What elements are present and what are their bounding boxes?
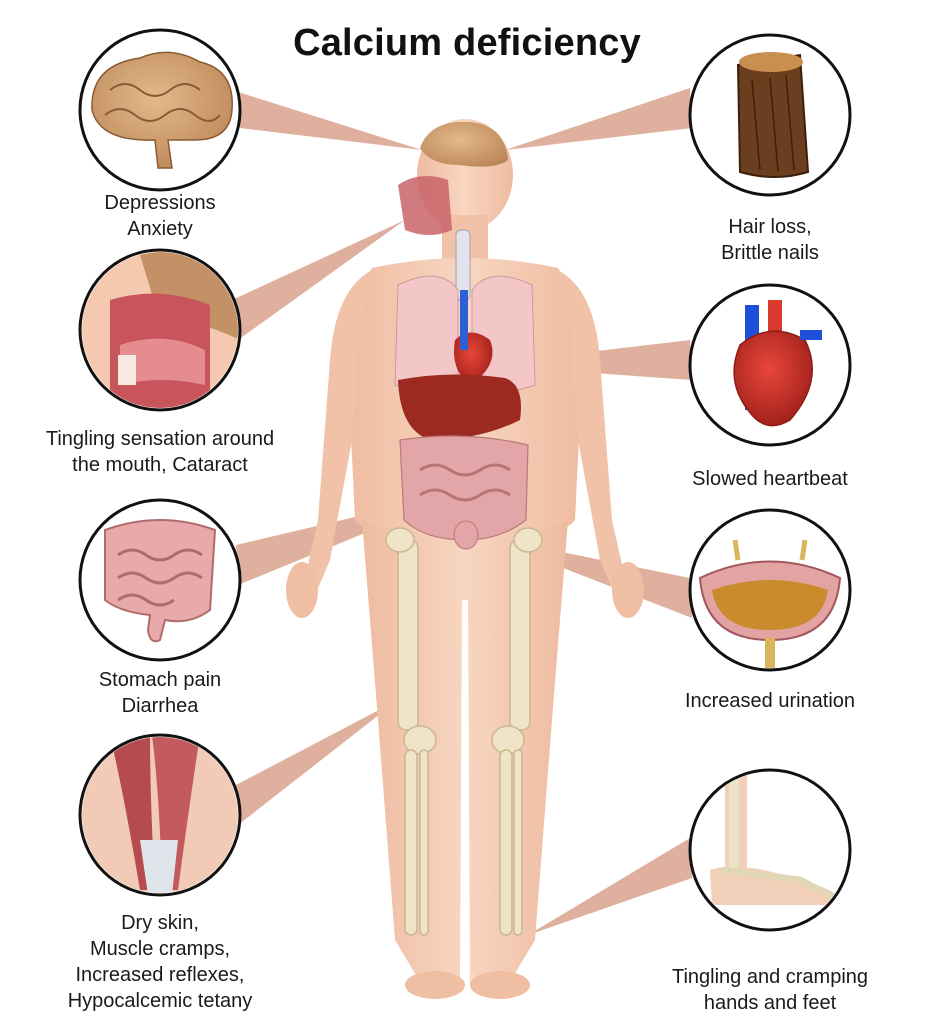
pointer-hair [505,88,692,150]
symptom-label-hands-feet: Tingling and cramping hands and feet [671,966,869,1014]
symptom-label-stomach: Stomach pain Diarrhea [98,669,222,717]
internal-organs [394,121,536,550]
foot-bones-icon [692,772,848,928]
symptom-label-urination: Increased urination [684,690,856,712]
symptom-label-heart: Slowed heartbeat [692,468,848,490]
muscle-icon [82,737,238,893]
symptom-label-muscle: Dry skin, Muscle cramps, Increased refle… [67,912,253,1012]
pointer-mouth [232,220,405,340]
brain-icon [91,51,233,169]
pointer-foot [528,838,692,935]
symptom-label-hair: Hair loss, Brittle nails [721,216,819,264]
hair-strand-icon [736,52,810,178]
page-title: Calcium deficiency [293,22,641,64]
heart-icon [733,300,822,427]
pointer-muscle [236,700,398,825]
symptom-label-tingling-mouth: Tingling sensation around the mouth, Cat… [45,428,275,476]
pointer-brain [238,92,422,150]
leg-bones [385,527,543,936]
intestines-icon [104,519,217,643]
symptom-label-depression: Depressions Anxiety [104,192,216,240]
bladder-icon [698,539,842,668]
